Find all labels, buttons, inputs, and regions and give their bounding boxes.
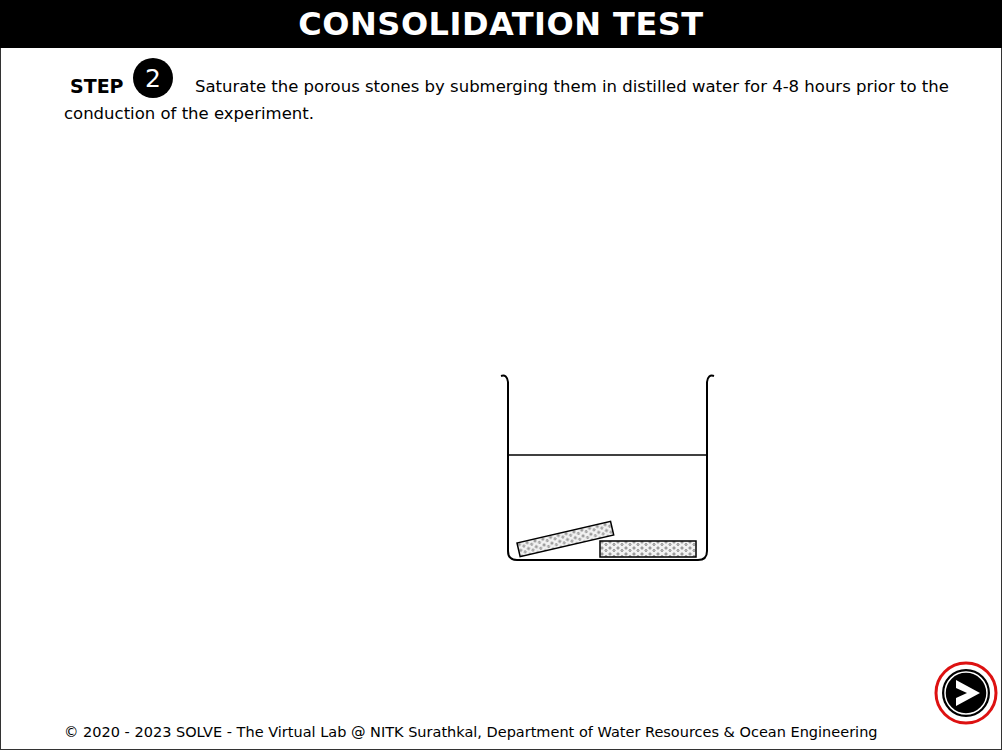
step-label: STEP — [70, 74, 130, 98]
instruction-text: Saturate the porous stones by submerging… — [64, 73, 976, 127]
step-number-circle: 2 — [133, 58, 173, 98]
porous-stones — [517, 521, 696, 557]
step-number: 2 — [145, 66, 161, 91]
footer-copyright: © 2020 - 2023 SOLVE - The Virtual Lab @ … — [64, 723, 924, 741]
beaker — [501, 376, 714, 560]
next-button — [936, 663, 996, 723]
title-text: CONSOLIDATION TEST — [0, 0, 1002, 48]
